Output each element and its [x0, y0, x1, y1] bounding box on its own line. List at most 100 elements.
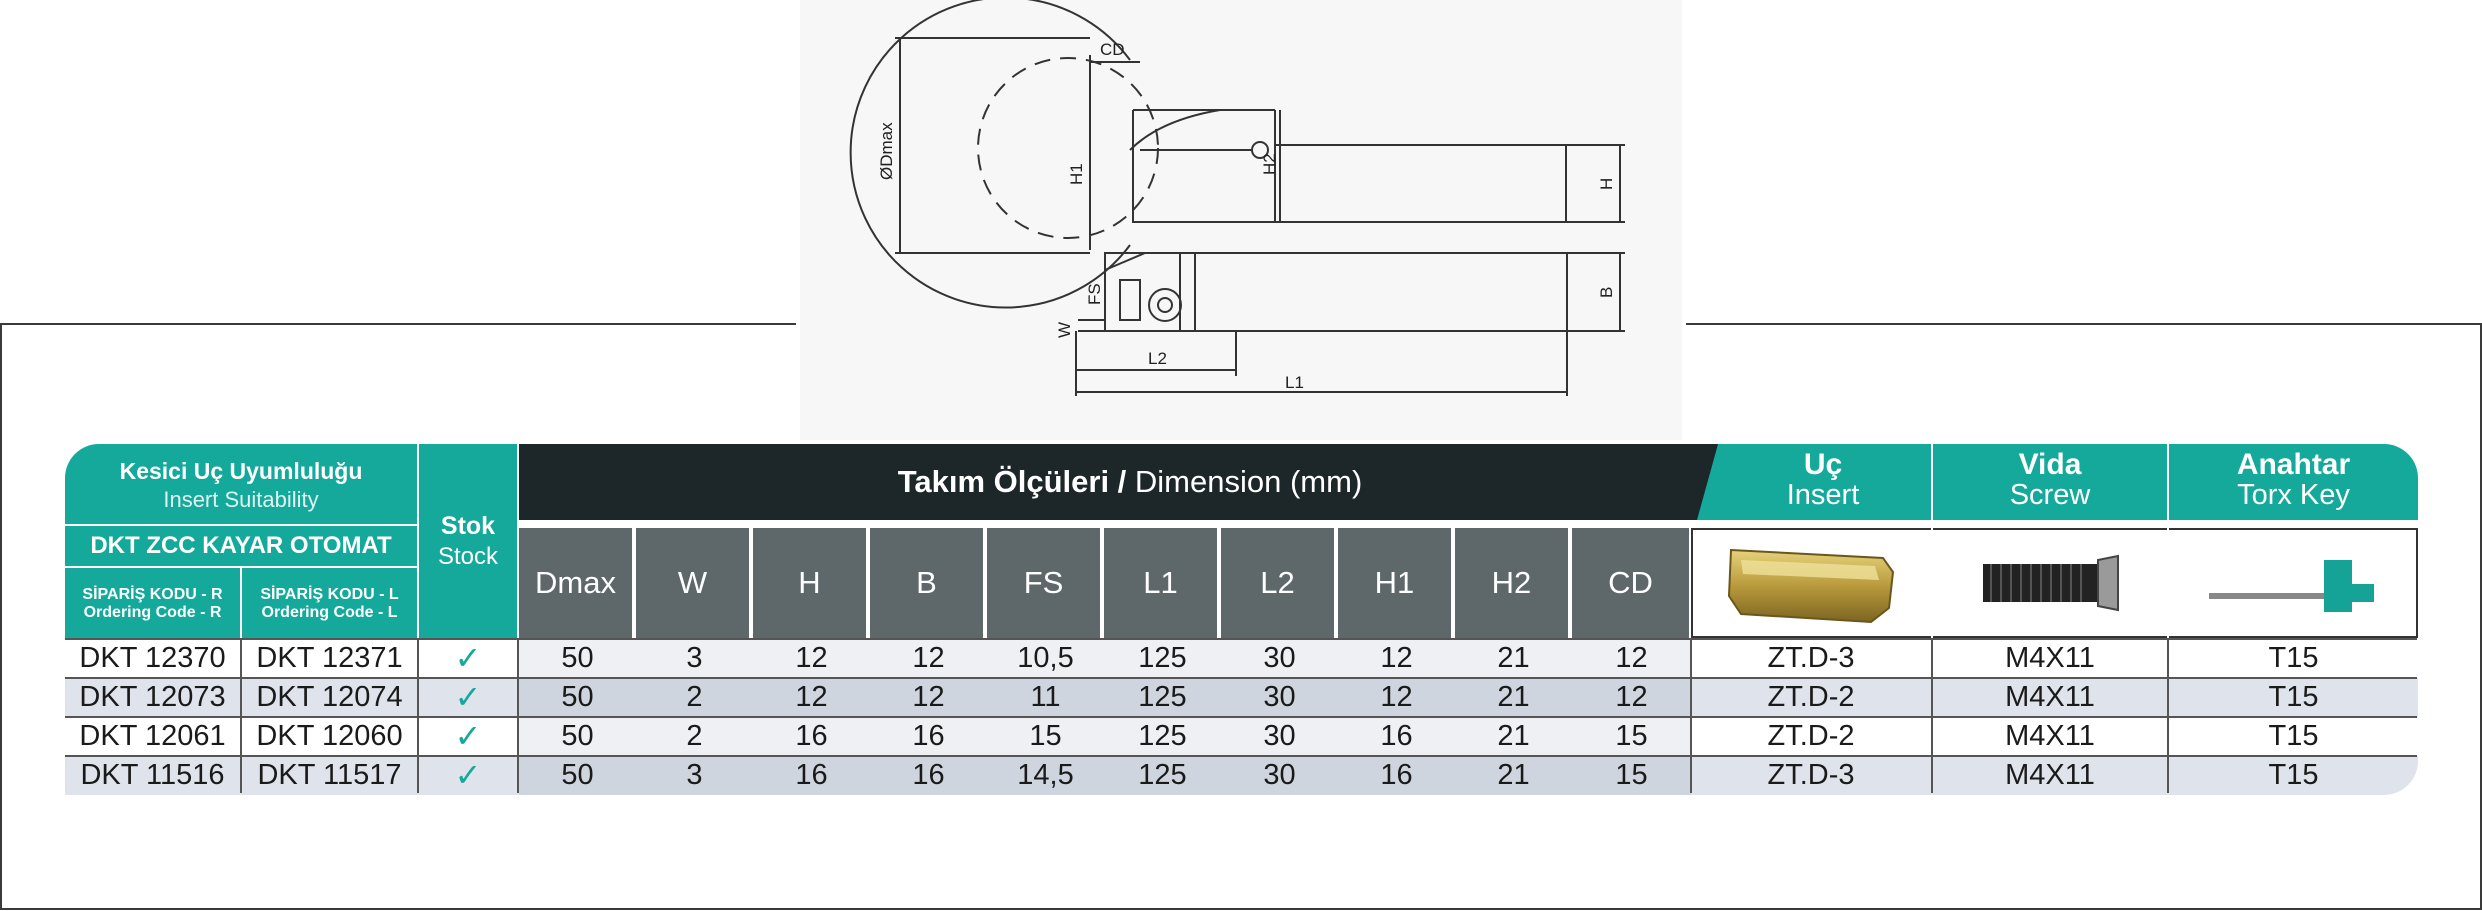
w-cell: 2	[636, 678, 753, 717]
key-cell: T15	[2268, 642, 2319, 674]
technical-drawing: CD ØDmax H1 H2 H B FS W L2 L1	[800, 0, 1682, 440]
col-cd: CD	[1572, 528, 1691, 638]
h1-cell: 12	[1338, 639, 1455, 678]
w-cell: 2	[636, 717, 753, 756]
code-l-tr: SİPARİŞ KODU - L	[260, 586, 399, 603]
b-cell: 16	[870, 756, 987, 795]
h2-cell: 21	[1455, 717, 1572, 756]
screw-cell: M4X11	[2005, 720, 2095, 752]
col-h2: H2	[1455, 528, 1570, 638]
code-l-en: Ordering Code - L	[261, 604, 398, 621]
dimension-header: Takım Ölçüleri / Dimension (mm)	[519, 444, 1741, 520]
h1-cell: 16	[1338, 756, 1455, 795]
stock-cell: ✓	[454, 718, 482, 754]
b-cell: 16	[870, 717, 987, 756]
h-cell: 12	[753, 639, 870, 678]
dmax-cell: 50	[519, 639, 636, 678]
h1-cell: 16	[1338, 717, 1455, 756]
col-divider	[517, 638, 519, 793]
code-l-header: SİPARİŞ KODU - L Ordering Code - L	[242, 568, 417, 638]
l1-cell: 125	[1104, 639, 1221, 678]
col-dmax: Dmax	[519, 528, 634, 638]
stock-cell: ✓	[454, 757, 482, 793]
insert-cell: ZT.D-2	[1767, 720, 1855, 752]
col-b: B	[870, 528, 985, 638]
row-divider	[65, 755, 2417, 757]
label-h1: H1	[1067, 163, 1086, 185]
label-dmax: ØDmax	[877, 122, 896, 180]
cd-cell: 15	[1572, 756, 1691, 795]
col-divider	[1931, 638, 1933, 793]
insert-tr: Uç	[1803, 448, 1843, 481]
h-cell: 16	[753, 717, 870, 756]
insert-image-cell	[1691, 528, 1931, 638]
label-l2: L2	[1148, 349, 1167, 368]
col-w: W	[636, 528, 751, 638]
screw-cell: M4X11	[2005, 759, 2095, 791]
code-r-cell: DKT 12370	[79, 642, 226, 674]
key-cell: T15	[2268, 720, 2319, 752]
code-r-cell: DKT 11516	[80, 759, 225, 791]
fs-cell: 14,5	[987, 756, 1104, 795]
stock-tr: Stok	[440, 512, 496, 540]
code-l-cell: DKT 11517	[257, 759, 402, 791]
dmax-cell: 50	[519, 756, 636, 795]
w-cell: 3	[636, 639, 753, 678]
key-image	[2209, 560, 2374, 612]
key-image-cell	[2169, 528, 2418, 638]
screw-header: Vida Screw	[1933, 444, 2167, 520]
col-divider	[417, 638, 419, 793]
screw-image-cell	[1933, 528, 2167, 638]
cd-cell: 12	[1572, 678, 1691, 717]
dmax-cell: 50	[519, 717, 636, 756]
h2-cell: 21	[1455, 678, 1572, 717]
label-b: B	[1597, 287, 1616, 298]
label-h2: H2	[1260, 153, 1279, 175]
stock-cell: ✓	[454, 640, 482, 676]
stock-header: Stok Stock	[419, 444, 517, 638]
insert-en: Insert	[1786, 479, 1860, 511]
label-fs: FS	[1085, 283, 1104, 305]
col-fs: FS	[987, 528, 1102, 638]
h1-cell: 12	[1338, 678, 1455, 717]
w-cell: 3	[636, 756, 753, 795]
insert-image	[1727, 548, 1895, 624]
dimension-en: Dimension (mm)	[1126, 464, 1363, 499]
label-l1: L1	[1285, 373, 1304, 392]
h-cell: 12	[753, 678, 870, 717]
code-r-cell: DKT 12061	[79, 720, 226, 752]
key-cell: T15	[2268, 681, 2319, 713]
series-header: DKT ZCC KAYAR OTOMAT	[65, 526, 417, 566]
page-frame	[0, 325, 2482, 910]
key-en: Torx Key	[2237, 479, 2350, 511]
row-divider	[65, 716, 2417, 718]
col-h1: H1	[1338, 528, 1453, 638]
fs-cell: 10,5	[987, 639, 1104, 678]
col-l2: L2	[1221, 528, 1336, 638]
l2-cell: 30	[1221, 678, 1338, 717]
h2-cell: 21	[1455, 756, 1572, 795]
cd-cell: 12	[1572, 639, 1691, 678]
insert-cell: ZT.D-3	[1767, 642, 1855, 674]
insert-suitability-en: Insert Suitability	[163, 487, 319, 512]
h2-cell: 21	[1455, 639, 1572, 678]
fs-cell: 15	[987, 717, 1104, 756]
screw-image	[1983, 554, 2119, 612]
l2-cell: 30	[1221, 639, 1338, 678]
l2-cell: 30	[1221, 756, 1338, 795]
label-h: H	[1597, 178, 1616, 190]
key-tr: Anahtar	[2236, 448, 2351, 481]
insert-cell: ZT.D-3	[1767, 759, 1855, 791]
screw-en: Screw	[2009, 479, 2091, 511]
code-r-cell: DKT 12073	[79, 681, 226, 713]
label-w: W	[1055, 322, 1074, 338]
code-r-en: Ordering Code - R	[83, 604, 222, 621]
row-divider	[65, 677, 2417, 679]
stock-cell: ✓	[454, 679, 482, 715]
dmax-cell: 50	[519, 678, 636, 717]
code-l-cell: DKT 12074	[256, 681, 403, 713]
